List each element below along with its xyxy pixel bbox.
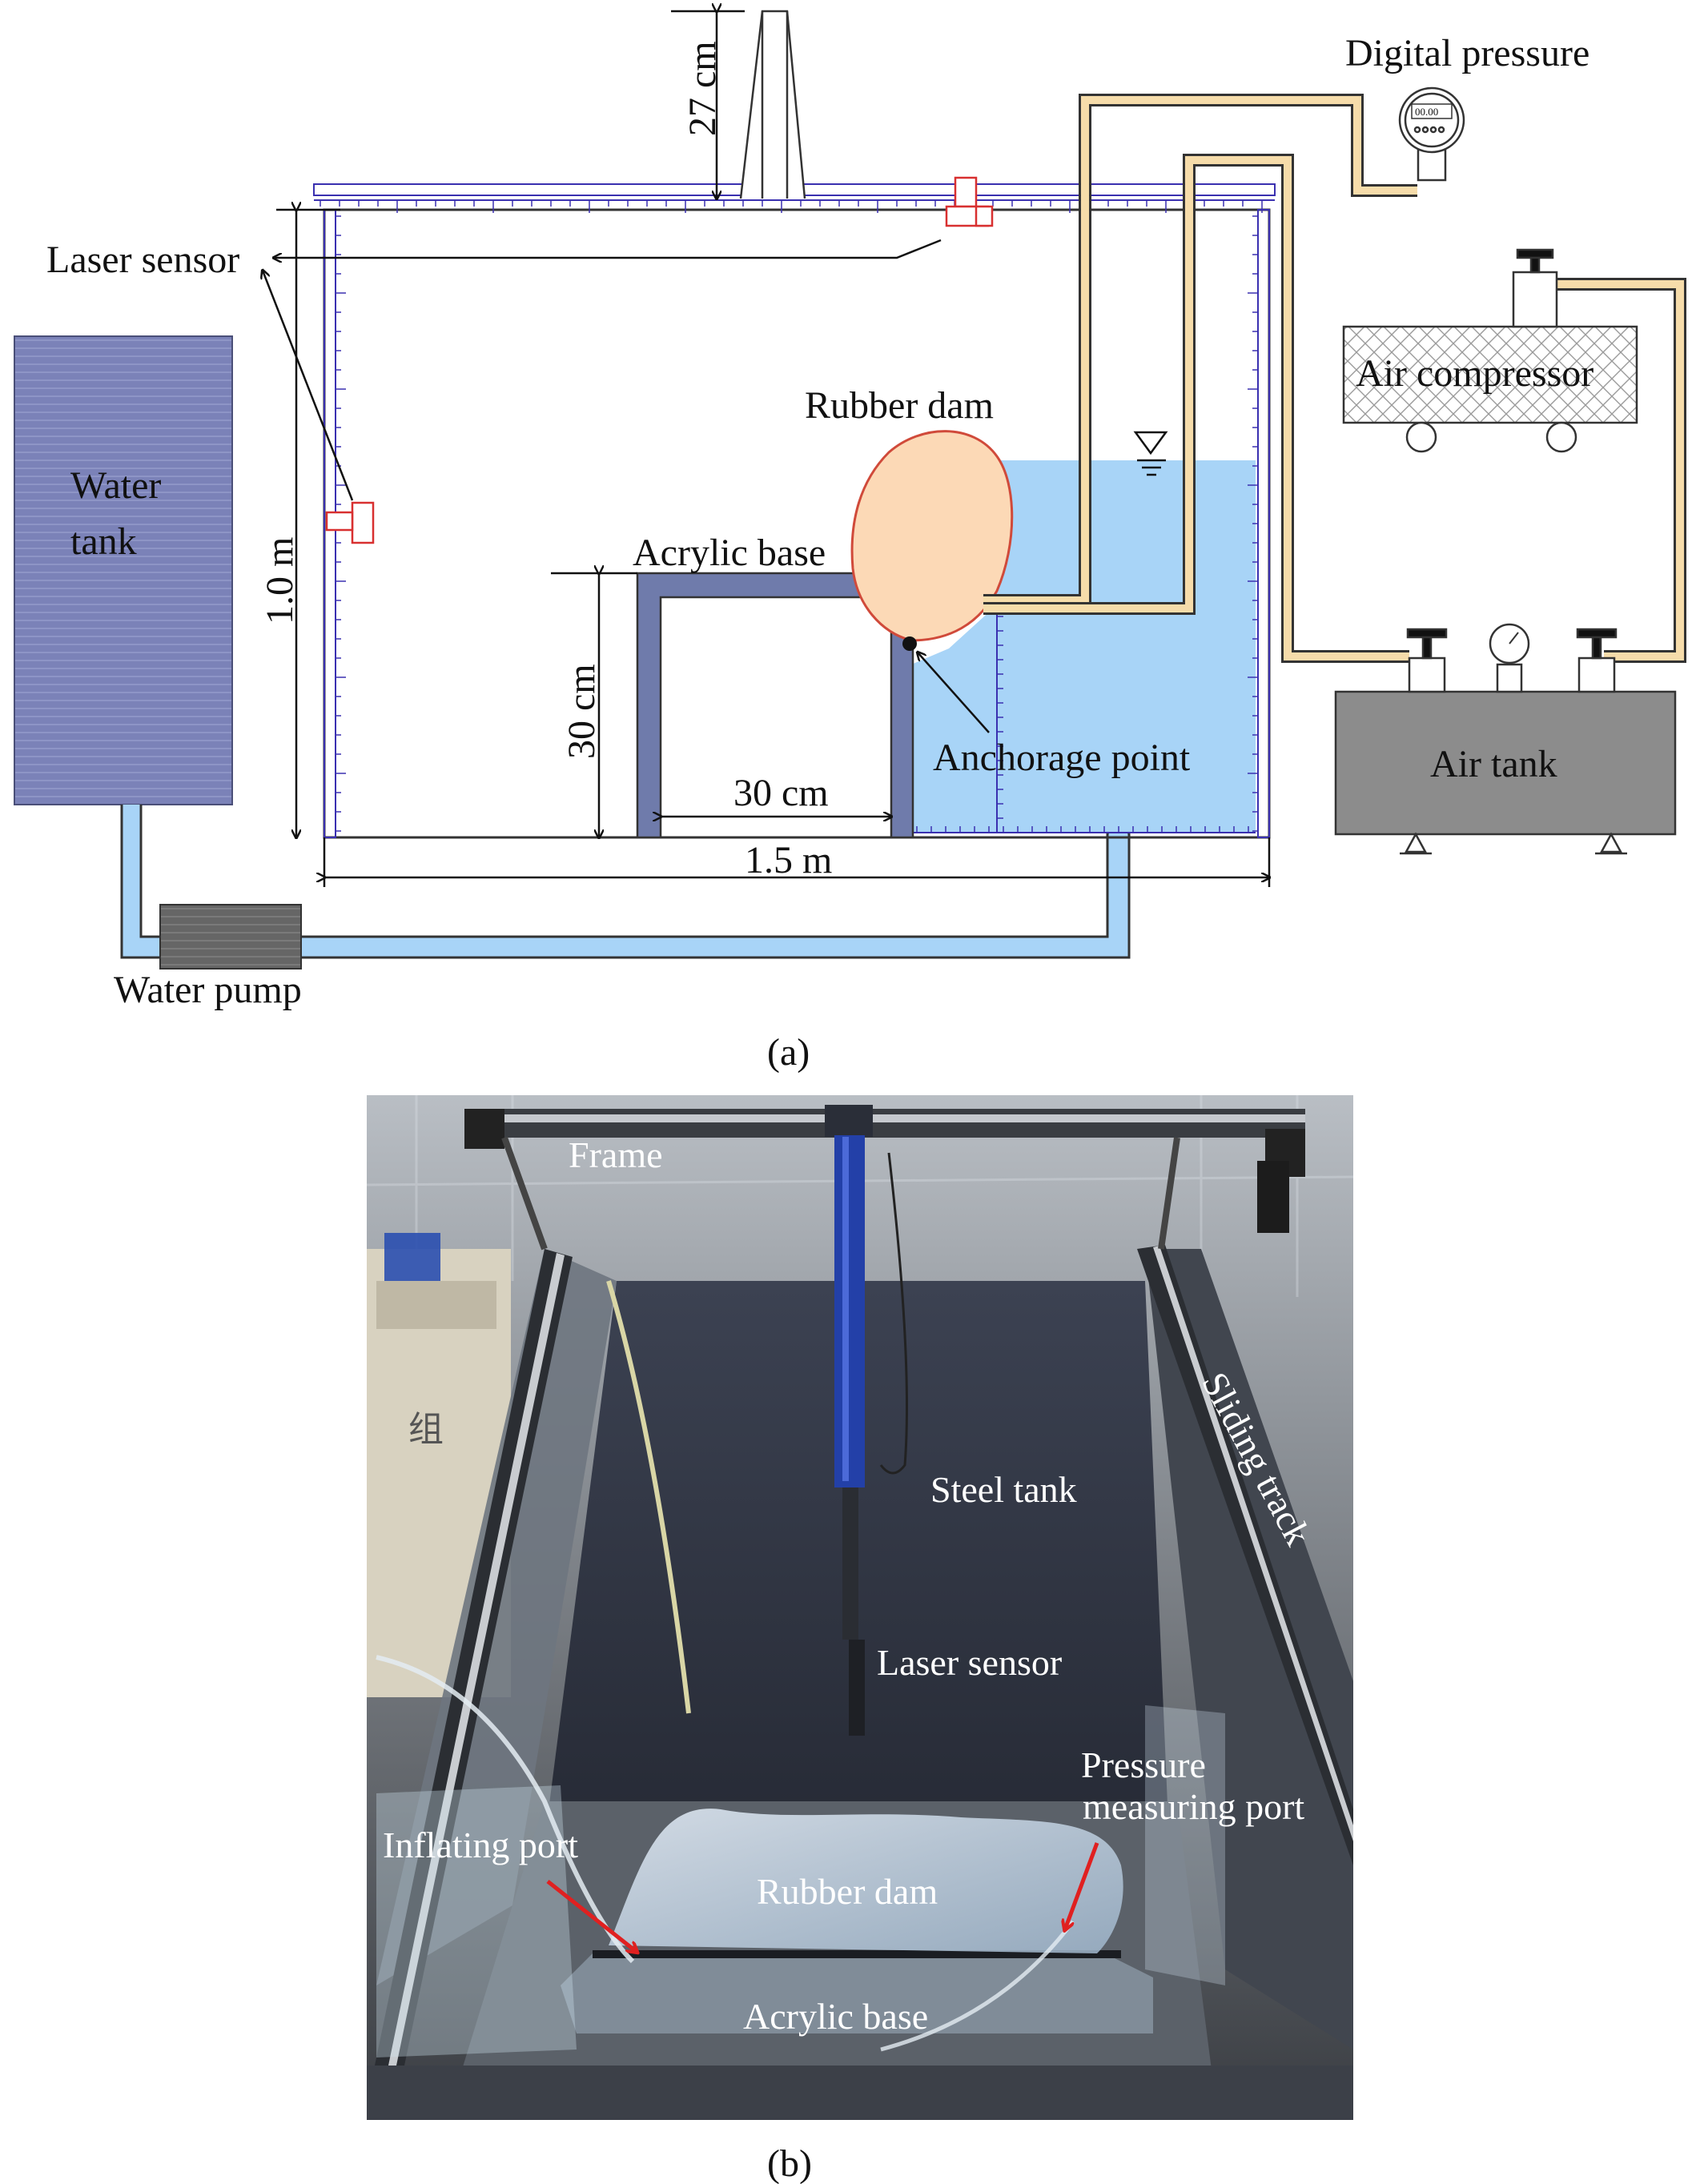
frame-label: Frame xyxy=(569,1134,663,1175)
pressure-port-label-1: Pressure xyxy=(1081,1744,1206,1785)
inflating-port-arrow xyxy=(546,1880,637,1952)
ruler-mid-ticks xyxy=(997,616,1003,819)
cabinet-char: 组 xyxy=(408,1410,444,1449)
dimension-27cm-label: 27 cm xyxy=(681,41,724,136)
anchorage-point-label: Anchorage point xyxy=(933,737,1191,779)
panel-b-photo: 组 xyxy=(366,1095,1354,2184)
dimension-30cm-vertical xyxy=(551,573,637,837)
dimension-1m-label: 1.0 m xyxy=(259,537,301,624)
laser-sensor-side xyxy=(325,501,375,544)
ruler-top-ticks xyxy=(320,200,1263,213)
caption-a: (a) xyxy=(767,1031,810,1074)
anchorage-arrow xyxy=(918,652,990,733)
air-compressor-label: Air compressor xyxy=(1356,352,1593,395)
acrylic-base-photo-label: Acrylic base xyxy=(743,1996,928,2037)
acrylic-base-label: Acrylic base xyxy=(633,532,826,574)
air-compressor xyxy=(1342,248,1638,453)
water-tank-label-2: tank xyxy=(70,520,137,563)
laser-sensor-photo-label: Laser sensor xyxy=(877,1642,1062,1683)
dimension-1m xyxy=(276,210,340,837)
water-level-symbol xyxy=(1133,431,1168,476)
pressure-port-label-2: measuring port xyxy=(1083,1786,1304,1827)
water-pump xyxy=(159,904,302,970)
steel-tank-carriage xyxy=(825,1105,908,1736)
laser-sensor-arrows xyxy=(263,239,942,501)
tank-right-wall xyxy=(1145,1249,1353,2050)
ruler-right-ticks xyxy=(1248,215,1258,832)
anchorage-point xyxy=(902,636,917,651)
water-tank xyxy=(14,335,233,805)
laser-sensor-label: Laser sensor xyxy=(46,239,239,281)
water-tank-label-1: Water xyxy=(70,464,161,507)
photo-acrylic-base xyxy=(561,1953,1153,2033)
dimension-15m xyxy=(324,837,1269,887)
air-tank xyxy=(1334,623,1677,855)
laser-carriage xyxy=(739,10,806,199)
ruler-left-ticks xyxy=(336,215,346,832)
digital-pressure-label: Digital pressure xyxy=(1345,32,1589,74)
sliding-track-left xyxy=(375,1249,573,2066)
pressure-port-arrow xyxy=(1065,1842,1099,1929)
dimension-15m-label: 1.5 m xyxy=(745,839,832,881)
steel-tank-label: Steel tank xyxy=(930,1469,1077,1510)
ruler-bottom-ticks xyxy=(916,826,1249,833)
sliding-track-right xyxy=(1137,1245,1353,1865)
inflating-port-label: Inflating port xyxy=(383,1825,578,1865)
digital-pressure-gauge xyxy=(1398,86,1465,182)
water-pump-label: Water pump xyxy=(114,969,302,1011)
air-tank-label: Air tank xyxy=(1430,743,1557,785)
photo-rubber-dam xyxy=(609,1809,1123,1953)
rubber-dam-photo-label: Rubber dam xyxy=(757,1871,938,1912)
dimension-30cm-vertical-label: 30 cm xyxy=(561,664,603,759)
air-pipes xyxy=(983,94,1686,663)
dimension-27cm xyxy=(671,11,745,199)
laser-sensor-top xyxy=(945,176,994,227)
gauge-display: 00.00 xyxy=(1415,106,1438,118)
dimension-30cm-horizontal-label: 30 cm xyxy=(733,772,829,814)
rubber-dam-label: Rubber dam xyxy=(805,384,994,427)
ruler-right xyxy=(1257,209,1270,838)
frame-beam xyxy=(464,1109,1305,1251)
caption-b: (b) xyxy=(767,2142,812,2184)
panel-a-schematic: Water tank Water pump xyxy=(14,10,1686,1074)
